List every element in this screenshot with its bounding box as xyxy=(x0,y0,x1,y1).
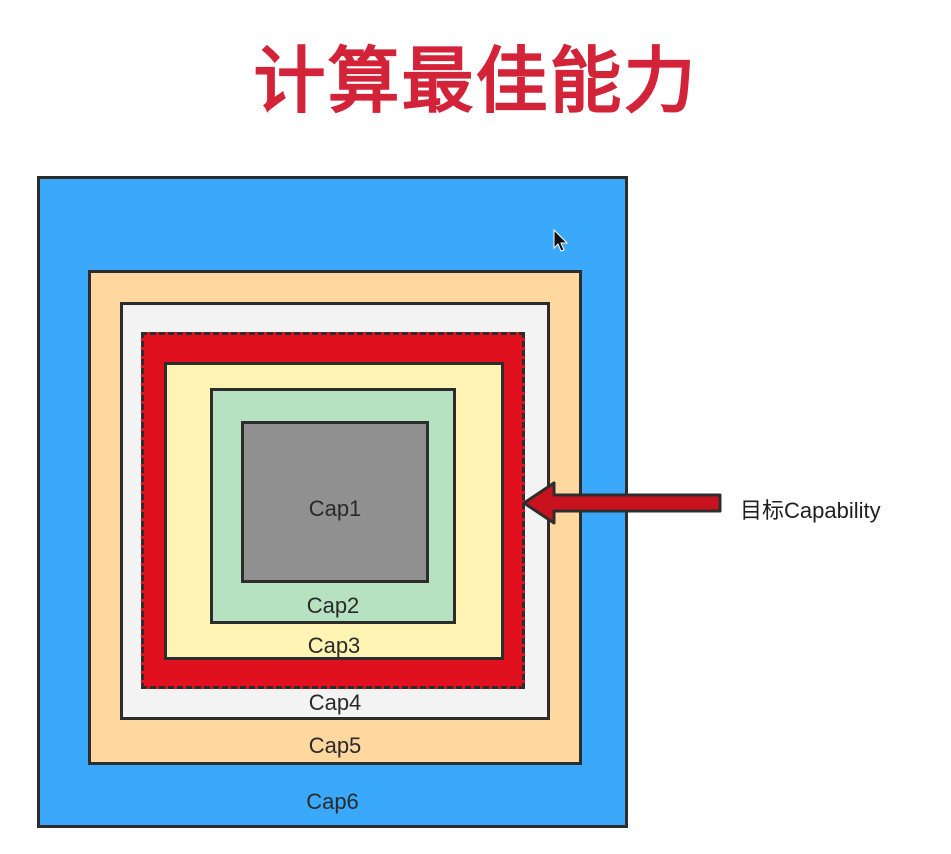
cap1-box: Cap1 xyxy=(241,421,429,583)
cap3-label: Cap3 xyxy=(307,633,361,658)
cap2-label: Cap2 xyxy=(306,593,360,618)
cap4-label: Cap4 xyxy=(308,690,362,715)
mouse-pointer-icon xyxy=(553,229,569,252)
target-capability-label: 目标Capability xyxy=(740,498,881,523)
cap1-label: Cap1 xyxy=(308,496,362,521)
page-title: 计算最佳能力 xyxy=(253,39,698,123)
cap5-label: Cap5 xyxy=(308,733,362,758)
left-arrow-icon xyxy=(522,481,722,525)
cap6-label: Cap6 xyxy=(306,789,359,814)
